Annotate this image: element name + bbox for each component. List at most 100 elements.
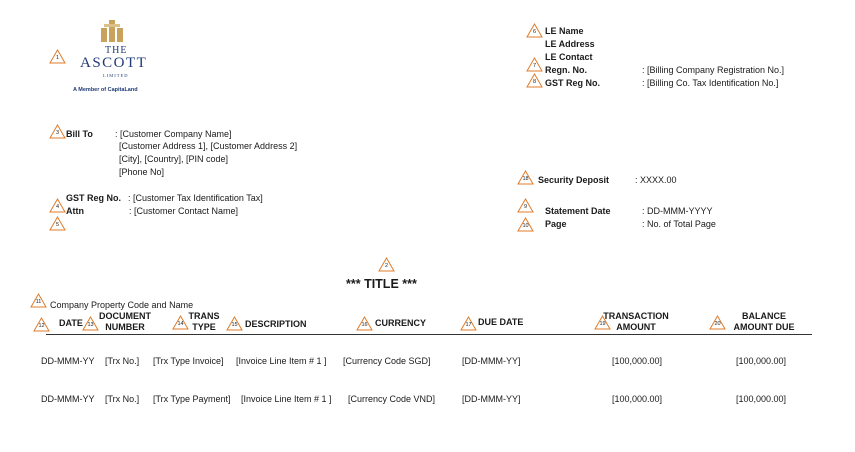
marker-number: 16 (361, 322, 368, 328)
col-trans-type: TRANS TYPE (187, 311, 221, 333)
marker-triangle-icon: 14 (172, 315, 189, 330)
marker-triangle-icon: 13 (82, 316, 99, 331)
marker-triangle-icon: 11 (30, 293, 47, 308)
customer-gst-label: GST Reg No. (66, 193, 122, 203)
col-transaction-line2: AMOUNT (616, 322, 656, 332)
ascott-crest-icon (101, 20, 123, 42)
cell-balance: [100,000.00] (736, 356, 787, 366)
cell-doc: [Trx No.] (105, 394, 140, 404)
bill-to-line: : [Customer Company Name] (115, 129, 232, 139)
cell-date: DD-MMM-YY (41, 394, 95, 404)
header-rule (46, 334, 812, 335)
marker-triangle-icon: 18 (517, 170, 534, 185)
gst-value: : [Billing Co. Tax Identification No.] (642, 78, 779, 88)
cell-doc: [Trx No.] (105, 356, 140, 366)
col-transaction-amount: TRANSACTION AMOUNT (601, 311, 671, 333)
logo-the: THE (105, 45, 128, 56)
cell-desc: [Invoice Line Item # 1 ] (241, 394, 332, 404)
marker-number: 1 (55, 55, 60, 61)
company-logo: THE ASCOTT LIMITED A Member of CapitaLan… (70, 18, 160, 98)
logo-member: A Member of CapitaLand (73, 87, 138, 93)
col-balance-line1: BALANCE (742, 311, 786, 321)
marker-number: 15 (231, 322, 238, 328)
cell-amount: [100,000.00] (612, 394, 663, 404)
marker-number: 8 (532, 79, 537, 85)
marker-number: 19 (599, 321, 606, 327)
customer-gst-value: : [Customer Tax Identification Tax] (128, 193, 263, 203)
marker-number: 7 (532, 63, 537, 69)
col-balance-due: BALANCE AMOUNT DUE (726, 311, 802, 333)
marker-number: 3 (55, 130, 60, 136)
marker-triangle-icon: 15 (226, 316, 243, 331)
marker-number: 6 (532, 29, 537, 35)
cell-currency: [Currency Code SGD] (343, 356, 431, 366)
col-description: DESCRIPTION (245, 319, 307, 329)
marker-triangle-icon: 20 (709, 315, 726, 330)
marker-triangle-icon: 9 (517, 198, 534, 213)
statement-date-value: : DD-MMM-YYYY (642, 206, 713, 216)
col-balance-line2: AMOUNT DUE (733, 322, 795, 332)
page-label: Page (545, 219, 567, 229)
marker-number: 12 (38, 323, 45, 329)
marker-number: 5 (55, 222, 60, 228)
col-document: DOCUMENT NUMBER (97, 311, 153, 333)
col-trans-line1: TRANS (188, 311, 220, 321)
cell-balance: [100,000.00] (736, 394, 787, 404)
le-contact: LE Contact (545, 52, 593, 62)
marker-triangle-icon: 3 (49, 124, 66, 139)
marker-triangle-icon: 16 (356, 316, 373, 331)
marker-number: 10 (522, 223, 529, 229)
col-due-date: DUE DATE (478, 317, 524, 327)
col-currency: CURRENCY (375, 318, 427, 328)
le-name: LE Name (545, 26, 584, 36)
gst-label: GST Reg No. (545, 78, 601, 88)
marker-triangle-icon: 10 (517, 217, 534, 232)
regn-value: : [Billing Company Registration No.] (642, 65, 785, 75)
logo-name: ASCOTT (80, 55, 148, 71)
col-document-line2: NUMBER (105, 322, 145, 332)
cell-date: DD-MMM-YY (41, 356, 95, 366)
marker-triangle-icon: 2 (378, 257, 395, 272)
cell-currency: [Currency Code VND] (348, 394, 436, 404)
document-title: *** TITLE *** (346, 277, 417, 291)
attn-value: : [Customer Contact Name] (129, 206, 239, 216)
col-document-line1: DOCUMENT (99, 311, 151, 321)
marker-number: 2 (384, 263, 389, 269)
marker-number: 9 (523, 204, 528, 210)
marker-number: 13 (87, 322, 94, 328)
cell-type: [Trx Type Payment] (153, 394, 231, 404)
marker-triangle-icon: 6 (526, 23, 543, 38)
bill-to-line: [Phone No] (119, 167, 165, 177)
cell-amount: [100,000.00] (612, 356, 663, 366)
marker-triangle-icon: 19 (594, 315, 611, 330)
page-value: : No. of Total Page (642, 219, 716, 229)
cell-type: [Trx Type Invoice] (153, 356, 224, 366)
marker-triangle-icon: 5 (49, 216, 66, 231)
marker-number: 4 (55, 204, 60, 210)
marker-triangle-icon: 7 (526, 57, 543, 72)
marker-triangle-icon: 1 (49, 49, 66, 64)
cell-due: [DD-MMM-YY] (462, 356, 521, 366)
cell-desc: [Invoice Line Item # 1 ] (236, 356, 327, 366)
bill-to-line: [City], [Country], [PIN code] (119, 154, 229, 164)
col-date: DATE (59, 318, 83, 328)
marker-triangle-icon: 17 (460, 316, 477, 331)
col-transaction-line1: TRANSACTION (603, 311, 669, 321)
attn-label: Attn (66, 206, 84, 216)
marker-number: 11 (35, 299, 42, 305)
bill-to-line: [Customer Address 1], [Customer Address … (119, 141, 298, 151)
deposit-label: Security Deposit (538, 175, 610, 185)
marker-triangle-icon: 8 (526, 73, 543, 88)
cell-due: [DD-MMM-YY] (462, 394, 521, 404)
bill-to-label: Bill To (66, 129, 93, 139)
property-code: Company Property Code and Name (50, 300, 194, 310)
statement-date-label: Statement Date (545, 206, 611, 216)
marker-triangle-icon: 4 (49, 198, 66, 213)
logo-limited: LIMITED (103, 73, 129, 78)
marker-number: 20 (714, 321, 721, 327)
regn-label: Regn. No. (545, 65, 587, 75)
col-trans-line2: TYPE (192, 322, 216, 332)
marker-number: 17 (465, 322, 472, 328)
marker-number: 14 (177, 321, 184, 327)
le-address: LE Address (545, 39, 595, 49)
